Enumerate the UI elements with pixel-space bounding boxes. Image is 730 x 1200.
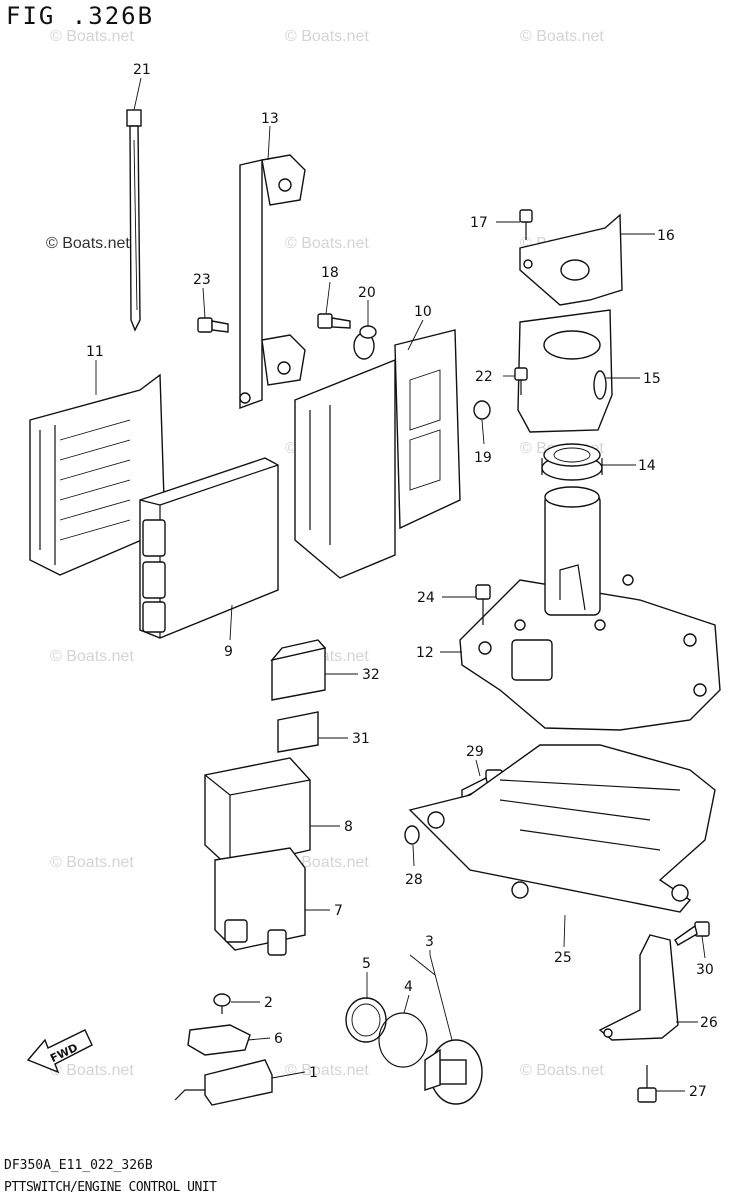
callout-8: 8	[344, 819, 353, 835]
callout-1: 1	[309, 1065, 318, 1081]
part-bolt-24	[475, 584, 491, 625]
callout-9: 9	[224, 644, 233, 660]
part-plate-16	[519, 213, 623, 306]
part-bolt-17	[519, 209, 533, 240]
watermark: © Boats.net	[46, 235, 130, 252]
watermark: © Boats.net	[50, 648, 134, 665]
callout-16: 16	[657, 228, 675, 244]
part-bolt-30	[674, 921, 710, 946]
part-seal-14	[541, 443, 603, 481]
part-oring-4	[378, 1012, 428, 1068]
callout-13: 13	[261, 111, 279, 127]
callout-7: 7	[334, 903, 343, 919]
watermark: © Boats.net	[285, 1062, 369, 1079]
part-cover-8	[204, 757, 311, 869]
callout-21: 21	[133, 62, 151, 78]
callout-31: 31	[352, 731, 370, 747]
callout-14: 14	[638, 458, 656, 474]
callout-26: 26	[700, 1015, 718, 1031]
callout-3: 3	[425, 934, 434, 950]
watermark: © Boats.net	[520, 1062, 604, 1079]
part-housing-15	[517, 309, 613, 433]
callout-10: 10	[414, 304, 432, 320]
watermark: © Boats.net	[285, 28, 369, 45]
callout-22: 22	[475, 369, 493, 385]
part-collar-28	[404, 825, 420, 845]
part-relay-box-7	[214, 847, 306, 956]
callout-15: 15	[643, 371, 661, 387]
callout-5: 5	[362, 956, 371, 972]
callout-18: 18	[321, 265, 339, 281]
part-bolt-18	[317, 313, 351, 329]
callout-6: 6	[274, 1031, 283, 1047]
part-switch-1	[174, 1059, 273, 1106]
watermark: © Boats.net	[285, 854, 369, 871]
part-trim-unit-12	[459, 486, 721, 731]
leader-lines	[95, 77, 706, 1092]
callout-30: 30	[696, 962, 714, 978]
part-switch-3	[424, 1039, 483, 1105]
part-ecu-9	[139, 457, 279, 639]
callout-24: 24	[417, 590, 435, 606]
part-bracket-13	[239, 154, 306, 409]
callout-19: 19	[474, 450, 492, 466]
figure-caption: PTTSWITCH/ENGINE CONTROL UNIT	[4, 1180, 217, 1195]
part-relay-32	[270, 639, 327, 701]
part-cable-tie	[126, 109, 142, 332]
part-bolt-22	[514, 367, 528, 395]
callout-12: 12	[416, 645, 434, 661]
callout-32: 32	[362, 667, 380, 683]
part-clamp-6	[187, 1024, 251, 1056]
fwd-arrow: FWD	[26, 1029, 93, 1074]
callout-labels: 21 13 17 16 23 18 20 10 22 15 11 19 14 9…	[86, 62, 718, 1100]
callout-25: 25	[554, 950, 572, 966]
part-bolt-27	[637, 1065, 657, 1103]
callout-28: 28	[405, 872, 423, 888]
part-case-10	[294, 329, 461, 579]
callout-20: 20	[358, 285, 376, 301]
watermark: © Boats.net	[285, 235, 369, 252]
part-grommet-20	[353, 325, 377, 360]
watermark: © Boats.net	[50, 854, 134, 871]
callout-23: 23	[193, 272, 211, 288]
callout-11: 11	[86, 344, 104, 360]
watermark: © Boats.net	[520, 28, 604, 45]
callout-2: 2	[264, 995, 273, 1011]
callout-27: 27	[689, 1084, 707, 1100]
part-bolt-23	[197, 317, 229, 333]
part-screw-2	[213, 993, 231, 1014]
watermark: © Boats.net	[50, 28, 134, 45]
callout-17: 17	[470, 215, 488, 231]
part-bracket-26	[598, 934, 679, 1041]
callout-4: 4	[404, 979, 413, 995]
drawing-code: DF350A_E11_022_326B	[4, 1158, 153, 1173]
part-ring-5	[345, 997, 387, 1043]
callout-29: 29	[466, 744, 484, 760]
part-mount-25	[408, 744, 716, 913]
part-nut-19	[473, 400, 491, 420]
watermark: © Boats.net	[50, 1062, 134, 1079]
figure-title: FIG .326B	[6, 2, 155, 30]
part-relay-31	[277, 711, 319, 753]
